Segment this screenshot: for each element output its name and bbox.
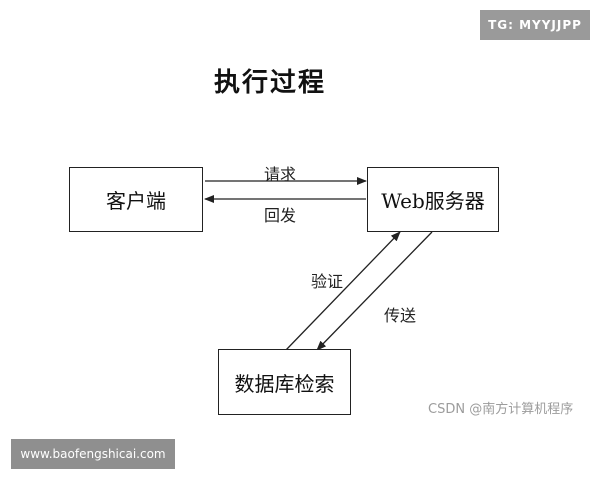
website-watermark: www.baofengshicai.com [11,439,175,469]
tg-watermark: TG: MYYJJPP [480,10,590,40]
arrow-transmit [316,231,433,351]
client-node: 客户端 [69,167,203,232]
label-verify: 验证 [311,272,344,291]
csdn-watermark: CSDN @南方计算机程序 [428,402,574,417]
diagram-title: 执行过程 [213,68,326,98]
label-transmit: 传送 [384,306,417,325]
database-node: 数据库检索 [218,349,351,415]
arrow-verify [285,231,401,351]
label-request: 请求 [264,165,297,184]
web-server-node: Web服务器 [367,167,499,232]
label-reply: 回发 [264,206,297,225]
